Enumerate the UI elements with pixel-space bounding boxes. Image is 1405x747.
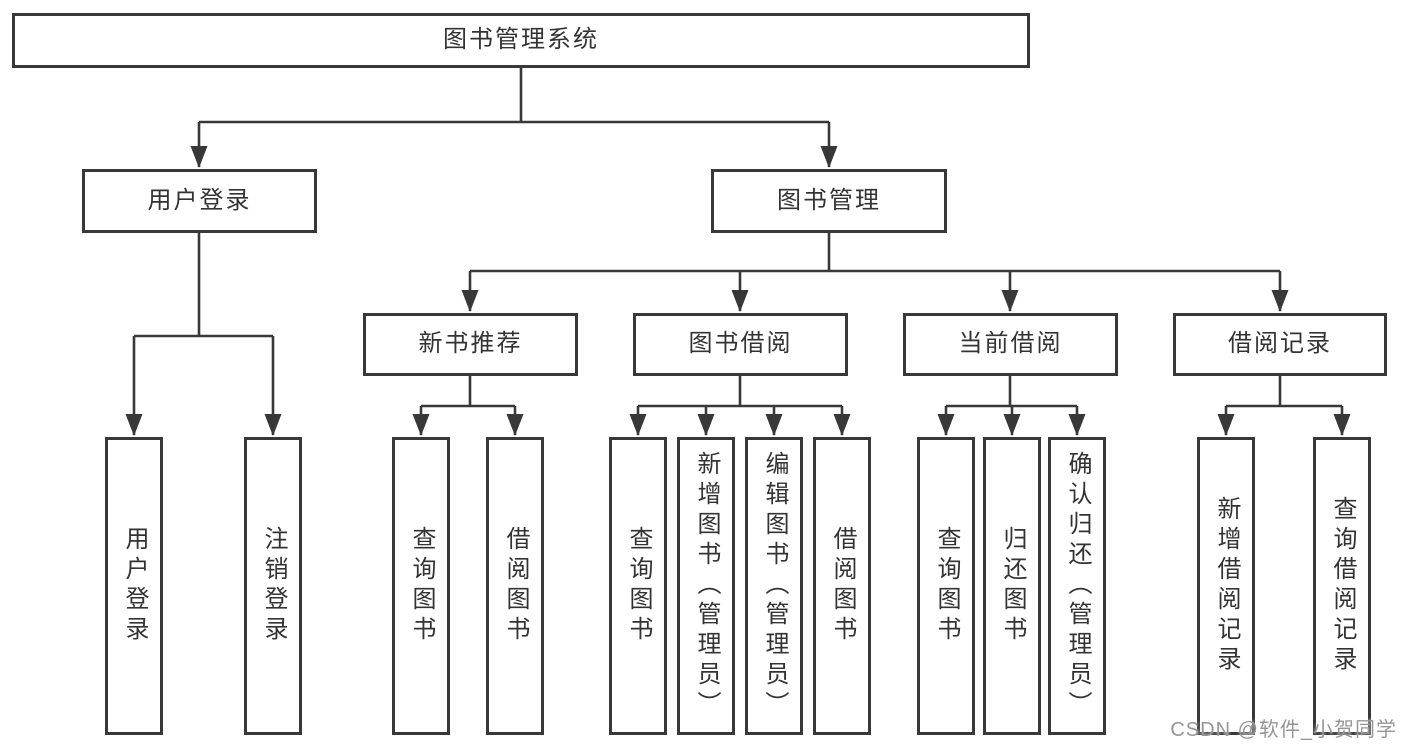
node-borrowing-records: 借阅记录 bbox=[1173, 313, 1387, 376]
leaf-current-return-book: 归还图书 bbox=[983, 437, 1041, 735]
csdn-watermark: CSDN @软件_小贺同学 bbox=[1170, 719, 1397, 741]
node-root: 图书管理系统 bbox=[12, 13, 1030, 68]
leaf-current-confirm-return-admin: 确认归还（管理员） bbox=[1048, 437, 1106, 735]
node-book-borrowing: 图书借阅 bbox=[633, 313, 848, 376]
leaf-borrowing-edit-book-admin: 编辑图书（管理员） bbox=[745, 437, 803, 735]
leaf-borrowing-query-book: 查询图书 bbox=[609, 437, 667, 735]
leaf-logout: 注销登录 bbox=[244, 437, 302, 735]
leaf-records-query-borrow-record: 查询借阅记录 bbox=[1313, 437, 1371, 735]
leaf-borrowing-borrow-book: 借阅图书 bbox=[813, 437, 871, 735]
leaf-records-add-borrow-record: 新增借阅记录 bbox=[1197, 437, 1255, 735]
leaf-recommend-query-book: 查询图书 bbox=[392, 437, 450, 735]
node-book-management: 图书管理 bbox=[711, 169, 947, 233]
leaf-recommend-borrow-book: 借阅图书 bbox=[486, 437, 544, 735]
leaf-current-query-book: 查询图书 bbox=[917, 437, 975, 735]
leaf-borrowing-add-book-admin: 新增图书（管理员） bbox=[677, 437, 735, 735]
node-current-borrowing: 当前借阅 bbox=[903, 313, 1118, 376]
node-user-login: 用户登录 bbox=[82, 169, 317, 233]
leaf-user-login: 用户登录 bbox=[105, 437, 163, 735]
node-new-book-recommendation: 新书推荐 bbox=[363, 313, 578, 376]
